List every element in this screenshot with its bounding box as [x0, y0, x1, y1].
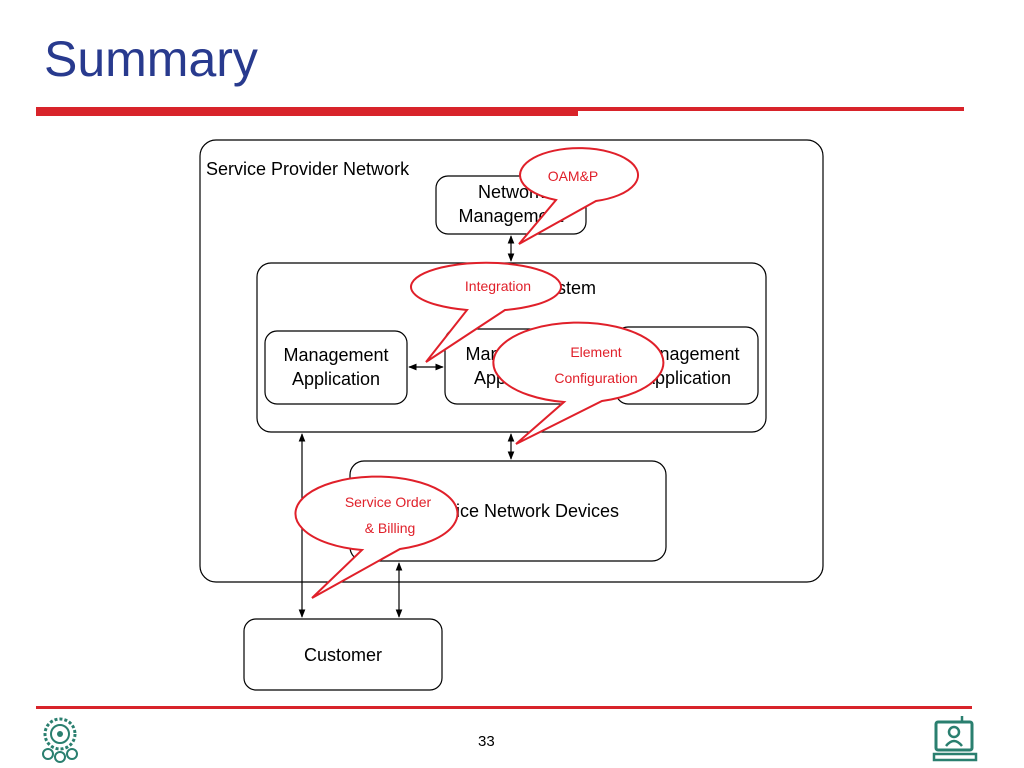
callout-service-order-billing: Service Order & Billing — [294, 475, 459, 599]
app-left-line1: Management — [283, 345, 388, 365]
callout-integration: Integration — [410, 261, 562, 363]
callout-service-order-line2: & Billing — [365, 520, 416, 536]
customer-label: Customer — [304, 645, 382, 665]
callout-element-configuration: Element Configuration — [492, 321, 665, 445]
slide-title: Summary — [44, 31, 258, 87]
service-network-devices-label: Service Network Devices — [419, 501, 619, 521]
callout-oamp: OAM&P — [518, 147, 640, 245]
callout-integration-text: Integration — [465, 278, 531, 294]
callout-element-config-line1: Element — [570, 344, 621, 360]
title-divider — [36, 107, 964, 111]
app-right-line2: Application — [643, 368, 731, 388]
callout-oamp-text: OAM&P — [548, 168, 599, 184]
callout-service-order-line1: Service Order — [345, 494, 432, 510]
callout-element-config-line2: Configuration — [554, 370, 637, 386]
university-seal-icon — [42, 717, 78, 763]
title-divider-accent — [36, 111, 578, 116]
service-provider-network-label: Service Provider Network — [206, 159, 410, 179]
footer-divider — [36, 706, 972, 709]
app-left-line2: Application — [292, 369, 380, 389]
page-number: 33 — [478, 733, 495, 750]
customer-box — [243, 618, 443, 691]
department-logo-icon — [932, 716, 978, 762]
management-application-left — [264, 330, 408, 405]
